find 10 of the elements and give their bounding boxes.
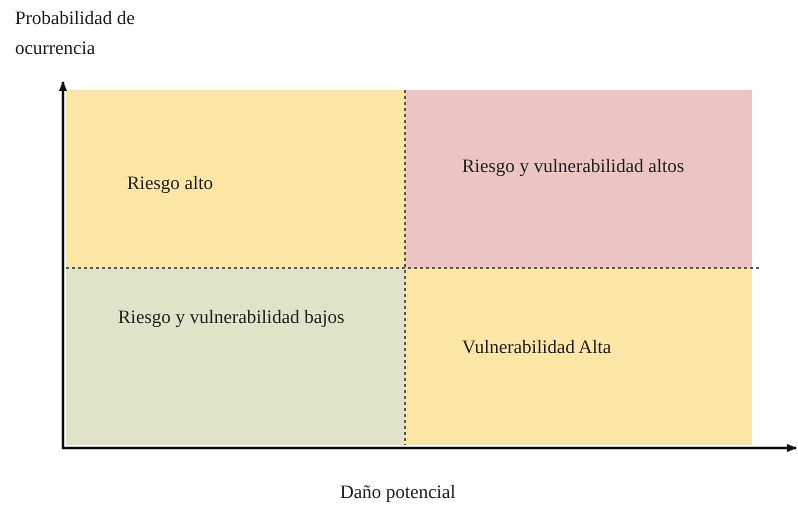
- quadrant-label: Riesgo alto: [127, 172, 214, 196]
- quadrant-label: Riesgo y vulnerabilidad altos: [462, 155, 686, 179]
- quadrant-label: Riesgo y vulnerabilidad bajos: [118, 306, 346, 330]
- quadrant-box: [405, 90, 752, 268]
- quadrant-label: Vulnerabilidad Alta: [462, 336, 612, 360]
- quadrant-box: [66, 90, 405, 268]
- quadrant-box: [405, 268, 752, 445]
- axis-title: Daño potencial: [340, 481, 457, 505]
- quadrant-box: [66, 268, 405, 445]
- axis-title: Probabilidad de ocurrencia: [15, 7, 136, 61]
